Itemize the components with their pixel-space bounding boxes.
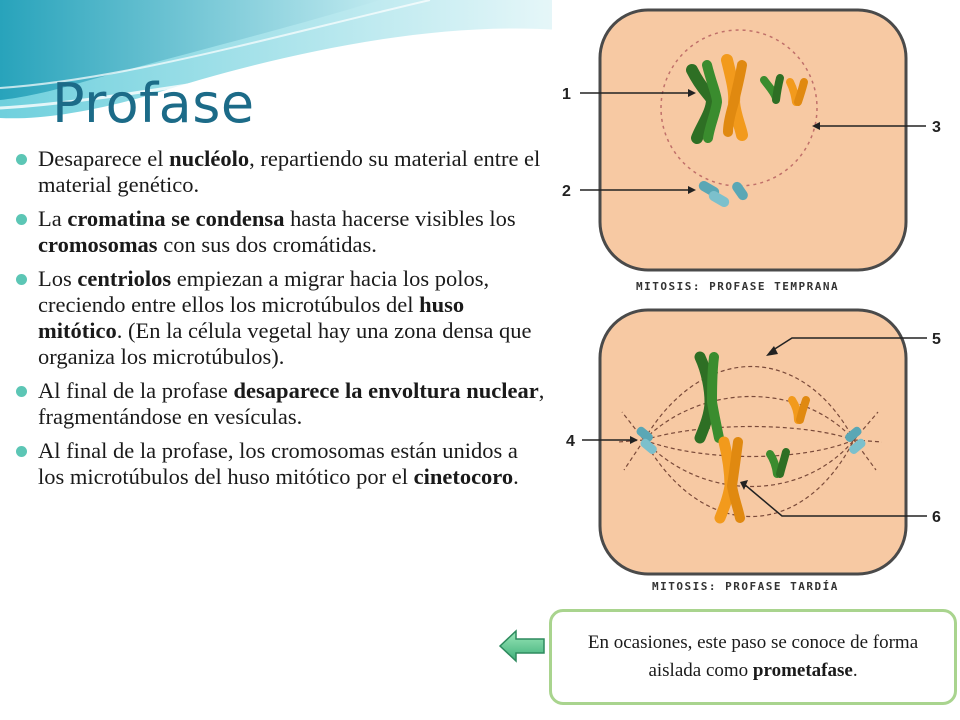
header-decoration (0, 0, 560, 119)
mitotic-spindle (617, 366, 883, 517)
bullet-text: Desaparece el nucléolo, repartiendo su m… (38, 146, 540, 197)
text-run: . (En la célula vegetal hay una zona den… (38, 318, 532, 369)
bullet-dot-icon (16, 274, 27, 285)
cell-membrane (598, 8, 908, 272)
bullet-text: Al final de la profase, los cromosomas e… (38, 438, 519, 489)
text-run: La (38, 206, 68, 231)
bullet-dot-icon (16, 214, 27, 225)
bold-term: nucléolo (169, 146, 250, 171)
slide-title: Profase (52, 72, 255, 135)
bullet-text: Los centriolos empiezan a migrar hacia l… (38, 266, 532, 369)
text-run: Los (38, 266, 78, 291)
note-bold-term: prometafase (752, 660, 853, 681)
bullet-item: Al final de la profase, los cromosomas e… (16, 438, 546, 490)
bullet-item: La cromatina se condensa hasta hacerse v… (16, 206, 546, 258)
bullet-list: Desaparece el nucléolo, repartiendo su m… (16, 146, 546, 498)
chromosome-pair-large (686, 54, 748, 144)
bullet-item: Al final de la profase desaparece la env… (16, 378, 546, 430)
bullet-dot-icon (16, 386, 27, 397)
bullet-item: Desaparece el nucléolo, repartiendo su m… (16, 146, 546, 198)
bullet-item: Los centriolos empiezan a migrar hacia l… (16, 266, 546, 370)
bold-term: huso mitótico (38, 292, 465, 343)
label-3: 3 (932, 119, 941, 136)
label-4: 4 (566, 433, 575, 450)
nuclear-envelope (660, 29, 818, 187)
note-end: . (852, 660, 858, 681)
caption-late: MITOSIS: PROFASE TARDÍA (652, 580, 839, 593)
text-run: empiezan a migrar hacia los polos, creci… (38, 266, 490, 317)
centriole-right (845, 426, 866, 454)
bullet-dot-icon (16, 154, 27, 165)
left-arrow-icon[interactable] (498, 628, 546, 664)
label-1: 1 (562, 86, 571, 103)
text-run: , fragmentándose en vesículas. (38, 378, 545, 429)
chromosome-pair-small (760, 74, 808, 106)
chromosome-green-small (766, 448, 790, 478)
cell-membrane (598, 308, 908, 576)
early-prophase-diagram: 1 2 3 MITOSIS: PROFASE TEMPRANA (552, 0, 960, 300)
text-run: hasta hacerse visibles los (284, 206, 516, 231)
bold-term: centriolos (77, 266, 172, 291)
caption-early: MITOSIS: PROFASE TEMPRANA (636, 280, 839, 293)
text-run: . (513, 464, 519, 489)
chromosome-orange-large (714, 436, 745, 524)
centriole-left (636, 426, 657, 454)
centriole-pair (698, 181, 748, 207)
text-run: Al final de la profase, los cromosomas e… (38, 438, 518, 489)
text-run: Al final de la profase (38, 378, 234, 403)
chromosome-orange-small (788, 396, 810, 424)
label-6: 6 (932, 509, 941, 526)
bullet-text: Al final de la profase desaparece la env… (38, 378, 544, 429)
bold-term: cinetocoro (413, 464, 514, 489)
note-line: En ocasiones, este paso se conoce de for… (587, 632, 919, 681)
text-run: , repartiendo su material entre el mater… (38, 146, 541, 197)
bullet-text: La cromatina se condensa hasta hacerse v… (38, 206, 516, 257)
bold-term: cromatina se condensa (67, 206, 285, 231)
bullet-dot-icon (16, 446, 27, 457)
label-2: 2 (562, 183, 571, 200)
text-run: con sus dos cromátidas. (157, 232, 377, 257)
chromosome-green-large (694, 351, 724, 444)
label-5: 5 (932, 331, 941, 348)
late-prophase-diagram: 4 5 6 MITOSIS: PROFASE TARDÍA (552, 302, 960, 600)
bold-term: cromosomas (38, 232, 158, 257)
note-text: En ocasiones, este paso se conoce de for… (564, 629, 942, 685)
bold-term: desaparece la envoltura nuclear (233, 378, 539, 403)
text-run: Desaparece el (38, 146, 170, 171)
prometaphase-note: En ocasiones, este paso se conoce de for… (549, 609, 957, 705)
